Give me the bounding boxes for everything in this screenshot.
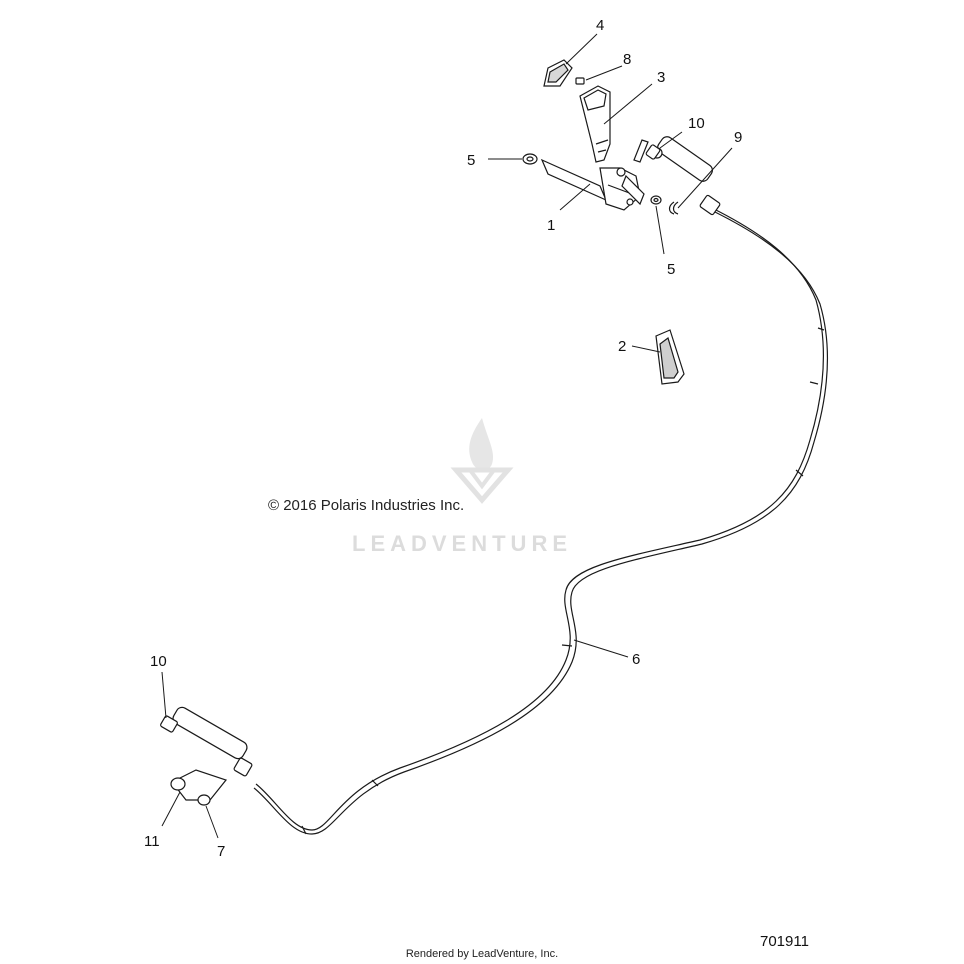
lower-bracket-assembly: [160, 706, 253, 806]
retaining-clip: [668, 201, 679, 215]
callout-6: 6: [632, 651, 640, 668]
washer-lower: [650, 195, 662, 205]
callout-1: 1: [547, 217, 555, 234]
cable: [253, 207, 828, 835]
shift-cover: [543, 59, 573, 87]
screw: [575, 77, 585, 85]
copyright-notice: © 2016 Polaris Industries Inc.: [268, 497, 465, 514]
callout-labels: 4 8 3 10 9 5 1 5 2 6 10 11 7: [144, 17, 742, 860]
callout-10-lower: 10: [150, 653, 167, 670]
shift-lever-assembly: [540, 139, 649, 211]
callout-4: 4: [596, 17, 604, 34]
callout-3: 3: [657, 69, 665, 86]
callout-5-left: 5: [467, 152, 475, 169]
callout-11: 11: [144, 833, 160, 850]
callout-9: 9: [734, 129, 742, 146]
washer-upper: [522, 153, 538, 165]
footer-credit: Rendered by LeadVenture, Inc.: [405, 948, 559, 960]
shift-knob: [579, 85, 611, 163]
callout-2: 2: [618, 338, 626, 355]
pedal-pad: [655, 329, 685, 385]
drawing-number: 701911: [760, 933, 809, 950]
callout-5-lower: 5: [667, 261, 675, 278]
watermark-text: LEADVENTURE: [352, 531, 573, 556]
upper-cable-end: [645, 136, 721, 216]
watermark-logo: [450, 418, 514, 504]
callout-8: 8: [623, 51, 631, 68]
callout-10-upper: 10: [688, 115, 705, 132]
callout-7: 7: [217, 843, 225, 860]
leader-lines: [161, 33, 733, 839]
